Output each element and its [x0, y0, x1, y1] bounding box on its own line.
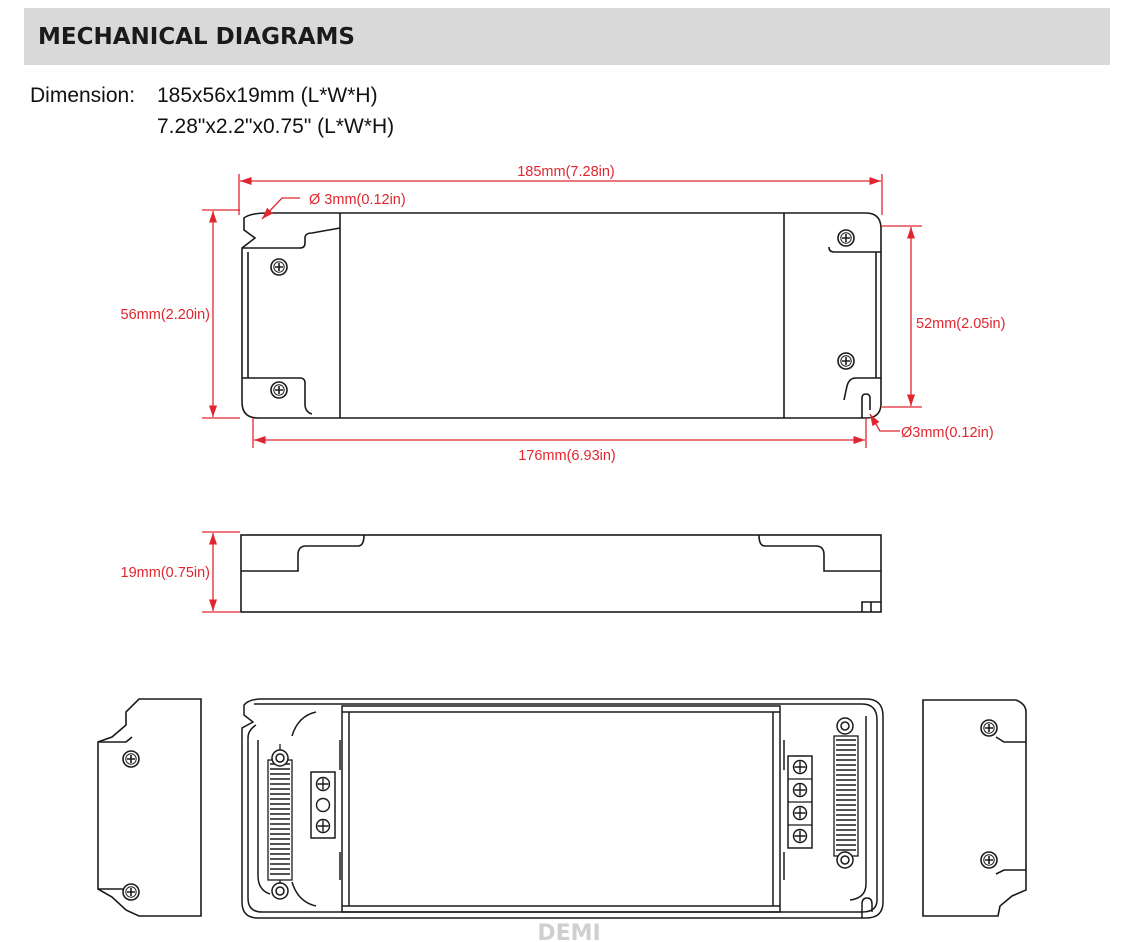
- left-end-cap: [97, 698, 202, 917]
- inner-length-label: 176mm(6.93in): [518, 448, 616, 464]
- internal-view-outline: [241, 698, 884, 919]
- watermark: DEMI: [537, 921, 600, 942]
- side-dimensions: [202, 531, 240, 613]
- internal-view: [241, 698, 884, 919]
- section-header: MECHANICAL DIAGRAMS: [24, 8, 1110, 65]
- right-end-cap: [922, 699, 1027, 917]
- dimension-imperial: 7.28"x2.2"x0.75" (L*W*H): [157, 115, 395, 138]
- height-label: 19mm(0.75in): [121, 565, 210, 581]
- hole-top-label: Ø 3mm(0.12in): [309, 192, 406, 208]
- left-pcb-pins: [270, 763, 290, 875]
- length-label: 185mm(7.28in): [517, 164, 615, 180]
- width-label: 56mm(2.20in): [121, 307, 210, 323]
- top-screws: [270, 229, 855, 399]
- dimension-label: Dimension:: [30, 84, 136, 107]
- left-terminal-block: [310, 771, 336, 839]
- right-pcb-pins: [836, 739, 856, 851]
- top-dimensions: [202, 174, 922, 448]
- inner-width-label: 52mm(2.05in): [916, 316, 1005, 332]
- top-view: [241, 212, 882, 419]
- right-pcb-strip: [833, 735, 859, 857]
- hole-bottom-label: Ø3mm(0.12in): [901, 425, 994, 441]
- top-view-outline: [241, 212, 882, 419]
- side-view: [240, 534, 882, 613]
- section-title: MECHANICAL DIAGRAMS: [38, 24, 355, 50]
- right-terminal-block: [787, 755, 813, 849]
- left-pcb-strip: [267, 744, 293, 896]
- side-view-outline: [240, 534, 882, 613]
- dimension-metric: 185x56x19mm (L*W*H): [157, 84, 378, 107]
